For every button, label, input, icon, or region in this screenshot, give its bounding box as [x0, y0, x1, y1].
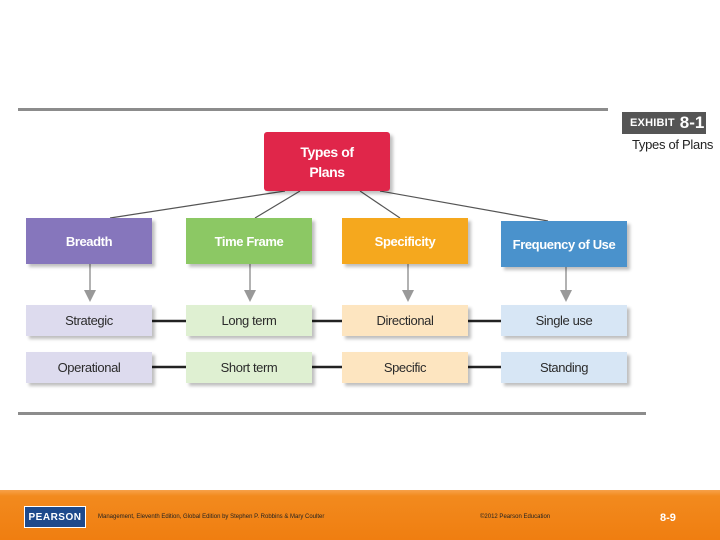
item-strategic: Strategic [26, 305, 152, 336]
category-frequency-of-use: Frequency of Use [501, 221, 627, 267]
page-number: 8-9 [660, 512, 676, 524]
item-operational: Operational [26, 352, 152, 383]
category-time-frame: Time Frame [186, 218, 312, 264]
root-label-line1: Types of [300, 143, 354, 160]
exhibit-title: Types of Plans [632, 137, 714, 152]
connector-root-frequency [379, 190, 549, 222]
item-single-use: Single use [501, 305, 627, 336]
bottom-rule [18, 412, 646, 415]
connector-root-breadth [109, 190, 286, 219]
root-node: Types of Plans [264, 132, 390, 191]
item-directional: Directional [342, 305, 468, 336]
item-specific: Specific [342, 352, 468, 383]
item-standing: Standing [501, 352, 627, 383]
category-breadth: Breadth [26, 218, 152, 264]
root-label-line2: Plans [309, 163, 345, 180]
footer-citation: Management, Eleventh Edition, Global Edi… [98, 514, 325, 520]
connector-root-timeframe [254, 190, 301, 219]
footer-bar [0, 490, 720, 540]
top-rule [18, 108, 608, 111]
exhibit-word: EXHIBIT [630, 117, 675, 129]
exhibit-label: EXHIBIT 8-1 [622, 112, 706, 134]
connector-root-specificity [359, 190, 401, 219]
exhibit-number: 8-1 [679, 113, 705, 132]
pearson-logo: PEARSON [24, 506, 86, 528]
footer-copyright: ©2012 Pearson Education [480, 514, 551, 520]
item-short-term: Short term [186, 352, 312, 383]
item-long-term: Long term [186, 305, 312, 336]
category-specificity: Specificity [342, 218, 468, 264]
